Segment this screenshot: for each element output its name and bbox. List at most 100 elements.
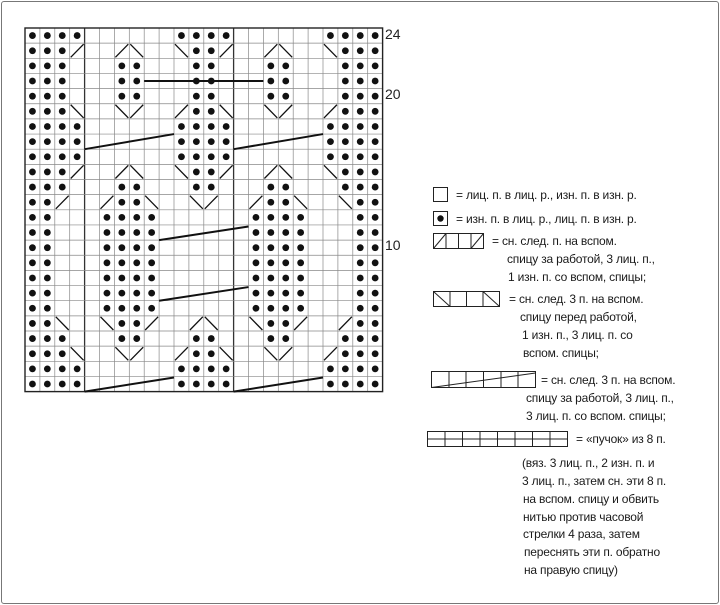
- purl-dot: [207, 365, 215, 373]
- purl-dot: [178, 380, 185, 388]
- purl-dot: [118, 213, 126, 221]
- purl-dot: [148, 244, 156, 252]
- purl-dot: [282, 213, 290, 221]
- purl-dot: [103, 244, 111, 252]
- purl-dot: [58, 168, 66, 176]
- purl-dot: [43, 62, 51, 70]
- rising-diagonal: [249, 195, 263, 210]
- purl-dot: [341, 335, 349, 342]
- purl-dot: [371, 259, 379, 267]
- rising-diagonal: [219, 164, 234, 179]
- purl-dot: [43, 92, 51, 100]
- purl-dot: [371, 365, 379, 373]
- purl-dot: [178, 123, 185, 130]
- purl-dot: [371, 229, 379, 236]
- purl-dot: [282, 92, 290, 100]
- purl-dot: [267, 183, 275, 191]
- purl-dot: [43, 365, 51, 373]
- falling-diagonal: [323, 164, 338, 179]
- purl-dot: [371, 244, 379, 252]
- purl-dot: [192, 62, 200, 70]
- purl-dot: [43, 198, 51, 206]
- purl-dot: [356, 77, 364, 85]
- purl-dot: [29, 183, 36, 191]
- rising-diagonal: [323, 346, 338, 361]
- legend-cable-left-text: спицу перед работой,: [520, 310, 637, 324]
- purl-dot: [133, 320, 141, 327]
- purl-dot: [207, 62, 215, 70]
- purl-dot: [29, 244, 36, 252]
- purl-dot: [356, 350, 364, 358]
- purl-dot: [118, 304, 126, 312]
- purl-dot: [222, 138, 230, 146]
- legend-symbol-cluster-8: [427, 431, 568, 447]
- purl-dot: [103, 229, 111, 236]
- purl-dot: [29, 47, 36, 55]
- purl-dot: [133, 62, 141, 70]
- cable-line: [84, 376, 175, 393]
- purl-dot: [356, 274, 364, 282]
- falling-diagonal: [174, 164, 189, 179]
- purl-dot: [192, 32, 200, 39]
- purl-dot: [267, 289, 275, 297]
- purl-dot: [371, 62, 379, 70]
- purl-dot: [43, 380, 51, 388]
- purl-dot: [73, 153, 81, 161]
- purl-dot: [356, 229, 364, 236]
- purl-dot: [43, 213, 51, 221]
- purl-dot: [148, 289, 156, 297]
- purl-dot: [133, 304, 141, 312]
- purl-dot: [282, 259, 290, 267]
- purl-dot: [58, 32, 66, 39]
- purl-dot: [282, 198, 290, 206]
- falling-diagonal: [55, 316, 70, 331]
- purl-dot: [192, 380, 200, 388]
- purl-dot: [327, 380, 334, 388]
- purl-dot: [192, 183, 200, 191]
- purl-dot: [207, 335, 215, 342]
- purl-dot: [341, 123, 349, 130]
- purl-dot: [29, 62, 36, 70]
- falling-diagonal: [219, 104, 234, 119]
- rising-diagonal: [263, 43, 278, 58]
- row-label-10: 10: [385, 237, 401, 253]
- legend-symbol-cable-right-3-1: [433, 233, 484, 249]
- purl-dot: [148, 213, 156, 221]
- purl-dot: [133, 259, 141, 267]
- purl-dot: [207, 183, 215, 191]
- legend-cluster-text: = «пучок» из 8 п.: [576, 432, 666, 446]
- purl-dot: [371, 92, 379, 100]
- purl-dot: [178, 365, 185, 373]
- rising-diagonal: [70, 43, 85, 58]
- purl-dot: [58, 123, 66, 130]
- purl-dot: [356, 304, 364, 312]
- purl-dot: [207, 107, 215, 115]
- purl-dot: [356, 380, 364, 388]
- purl-dot: [356, 107, 364, 115]
- purl-dot: [267, 62, 275, 70]
- purl-dot: [356, 62, 364, 70]
- purl-dot: [133, 183, 141, 191]
- falling-diagonal: [293, 195, 308, 210]
- purl-dot: [371, 168, 379, 176]
- purl-dot: [282, 62, 290, 70]
- purl-dot: [29, 153, 36, 161]
- purl-dot: [371, 289, 379, 297]
- purl-dot: [371, 183, 379, 191]
- falling-diagonal: [263, 346, 278, 361]
- purl-dot: [222, 32, 230, 39]
- purl-dot: [356, 123, 364, 130]
- legend-cable-3-3-text: = сн. след. 3 п. на вспом.: [541, 373, 676, 387]
- purl-dot: [356, 244, 364, 252]
- cable-line: [158, 286, 249, 302]
- purl-dot: [371, 350, 379, 358]
- purl-dot: [341, 153, 349, 161]
- purl-dot: [371, 107, 379, 115]
- purl-dot: [43, 138, 51, 146]
- legend-symbol-cable-left-3-1: [433, 291, 500, 307]
- legend-cable-left-text: вспом. спицы;: [523, 346, 599, 360]
- purl-dot: [341, 47, 349, 55]
- rising-diagonal: [323, 104, 338, 119]
